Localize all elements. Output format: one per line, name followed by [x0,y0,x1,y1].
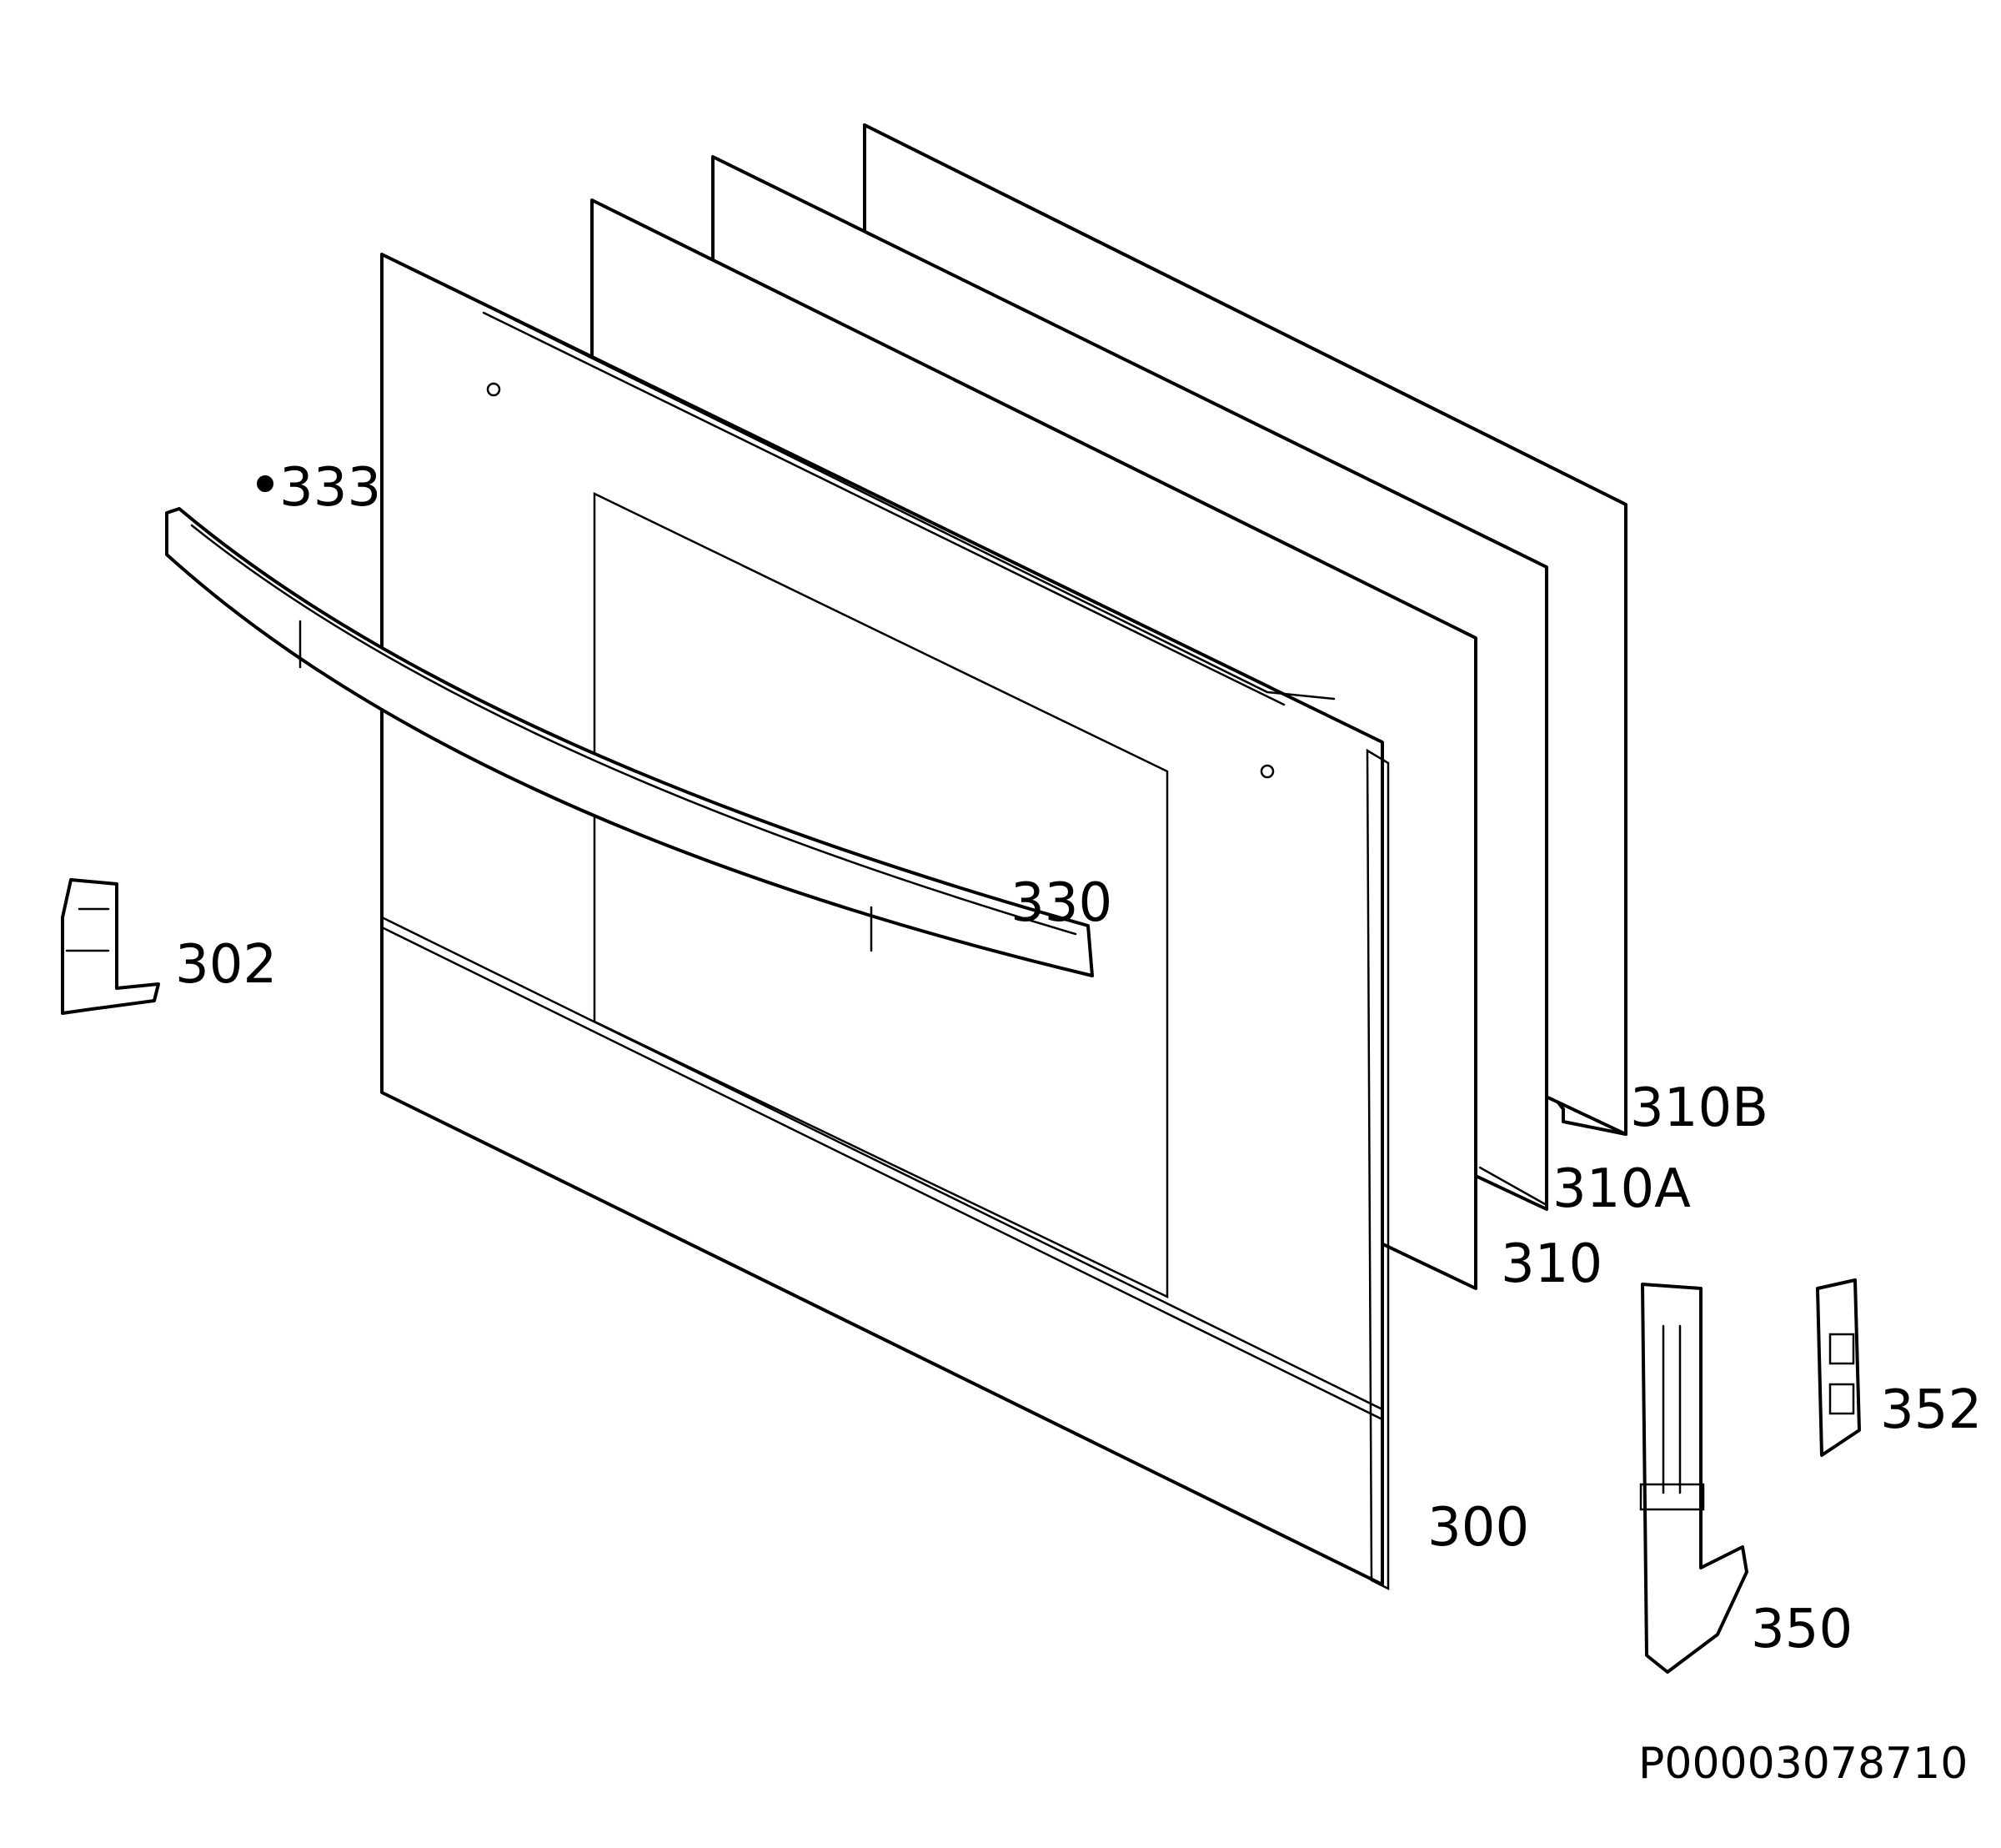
hinge-receiver-352 [1816,1278,1861,1457]
screw-333 [257,475,273,492]
door-handle-330 [165,507,1094,977]
label-352: 352 [1880,1379,1982,1441]
label-302: 302 [175,934,277,996]
label-350: 350 [1751,1599,1853,1660]
label-330: 330 [1011,872,1112,934]
bracket-302 [61,878,160,1015]
label-310b: 310B [1630,1077,1768,1139]
label-310: 310 [1501,1233,1602,1295]
hinge-350 [1639,1283,1748,1674]
document-id: P00003078710 [1638,1739,1968,1789]
label-333: 333 [279,457,381,519]
label-300: 300 [1427,1497,1529,1559]
label-310a: 310A [1552,1158,1691,1220]
